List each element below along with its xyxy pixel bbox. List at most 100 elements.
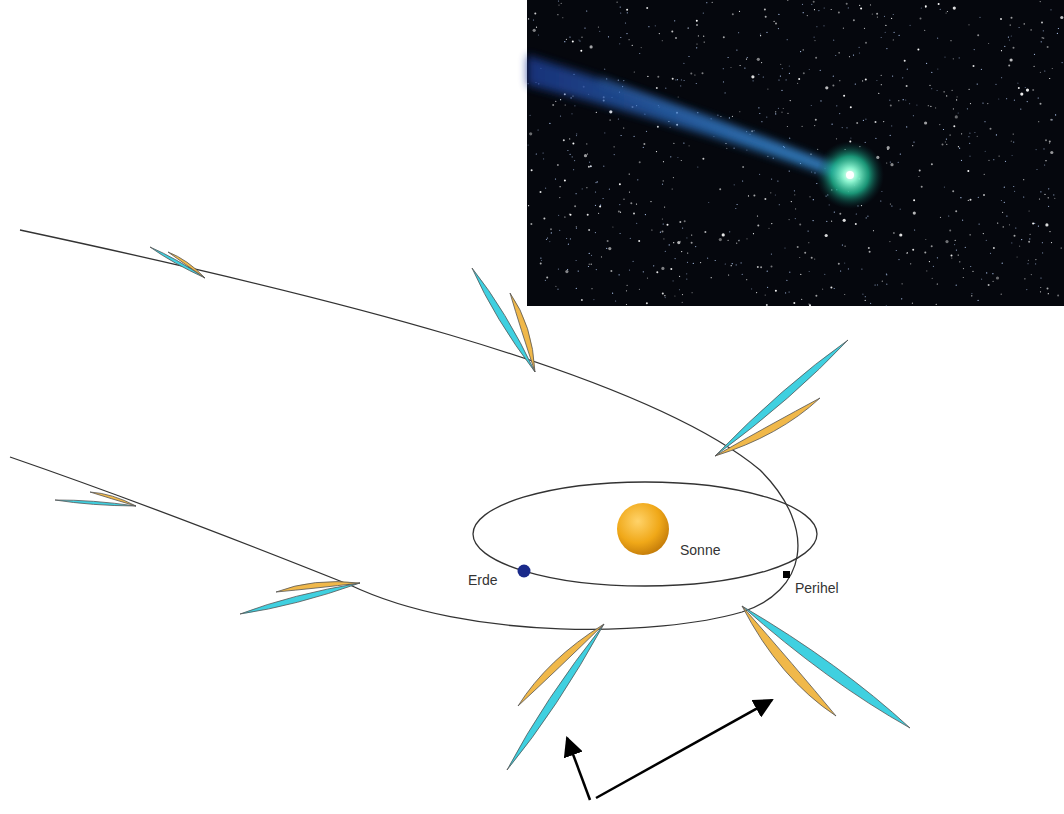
- star: [563, 139, 565, 141]
- star: [931, 245, 933, 247]
- star: [873, 230, 874, 231]
- star: [629, 270, 630, 271]
- star: [887, 146, 890, 149]
- star: [813, 220, 814, 221]
- star: [940, 217, 941, 218]
- star: [925, 239, 926, 240]
- comet-tail: [150, 247, 205, 278]
- star: [746, 238, 747, 239]
- star: [831, 221, 832, 222]
- star: [913, 142, 914, 143]
- star: [785, 292, 786, 293]
- star: [872, 14, 873, 15]
- star: [822, 289, 823, 290]
- star: [603, 198, 604, 199]
- star: [540, 258, 541, 259]
- star: [856, 213, 857, 214]
- star: [627, 285, 628, 286]
- star: [626, 33, 627, 34]
- star: [697, 166, 698, 167]
- star: [936, 304, 937, 305]
- star: [1001, 77, 1002, 78]
- star: [730, 67, 731, 68]
- star: [889, 241, 890, 242]
- star: [909, 103, 910, 104]
- star: [817, 149, 818, 150]
- star: [853, 19, 855, 21]
- star: [589, 253, 590, 254]
- star: [696, 47, 697, 48]
- star: [711, 277, 712, 278]
- star: [557, 289, 558, 290]
- star: [586, 10, 587, 11]
- star: [917, 49, 919, 51]
- star: [1026, 289, 1027, 290]
- star: [987, 103, 988, 104]
- star: [576, 133, 577, 134]
- star: [731, 265, 732, 266]
- star: [578, 39, 579, 40]
- star: [890, 135, 891, 136]
- star: [839, 213, 841, 215]
- star: [988, 43, 989, 44]
- star: [960, 197, 961, 198]
- star: [859, 52, 860, 53]
- star: [1014, 235, 1016, 237]
- star: [877, 17, 878, 18]
- star: [597, 181, 598, 182]
- star: [638, 240, 640, 242]
- star: [1044, 164, 1045, 165]
- star: [618, 80, 619, 81]
- star: [1024, 278, 1025, 279]
- star: [1011, 17, 1013, 19]
- star: [565, 270, 568, 273]
- star: [940, 9, 941, 10]
- star: [893, 39, 894, 40]
- star: [634, 136, 635, 137]
- star: [953, 125, 955, 127]
- star: [586, 143, 587, 144]
- star: [739, 111, 740, 112]
- star: [986, 272, 987, 273]
- orbit-label: Perihel: [795, 581, 839, 595]
- star: [886, 305, 887, 306]
- star: [626, 9, 628, 11]
- star: [944, 91, 945, 92]
- star: [767, 156, 768, 157]
- star: [865, 119, 866, 120]
- star: [1013, 134, 1014, 135]
- star: [907, 69, 908, 70]
- star: [681, 251, 682, 252]
- star: [969, 143, 970, 144]
- star: [663, 238, 664, 239]
- star: [884, 16, 885, 17]
- star: [789, 73, 790, 74]
- star: [591, 264, 592, 265]
- star: [618, 118, 619, 119]
- star: [760, 33, 761, 34]
- star: [598, 213, 599, 214]
- star: [954, 244, 955, 245]
- star: [926, 63, 927, 64]
- star: [1020, 93, 1023, 96]
- star: [734, 184, 735, 185]
- star: [648, 26, 649, 27]
- star: [570, 154, 571, 155]
- star: [781, 112, 782, 113]
- pointer-arrow: [596, 700, 772, 798]
- star: [957, 96, 958, 97]
- star: [1021, 239, 1022, 240]
- star: [686, 273, 687, 274]
- star: [584, 154, 587, 157]
- star: [787, 0, 788, 1]
- star: [948, 215, 949, 216]
- star: [581, 299, 583, 301]
- star: [1047, 46, 1049, 48]
- star: [674, 20, 675, 21]
- star: [610, 119, 611, 120]
- star: [768, 228, 769, 229]
- star: [572, 41, 574, 43]
- star: [775, 113, 776, 114]
- star: [974, 132, 975, 133]
- star: [931, 88, 932, 89]
